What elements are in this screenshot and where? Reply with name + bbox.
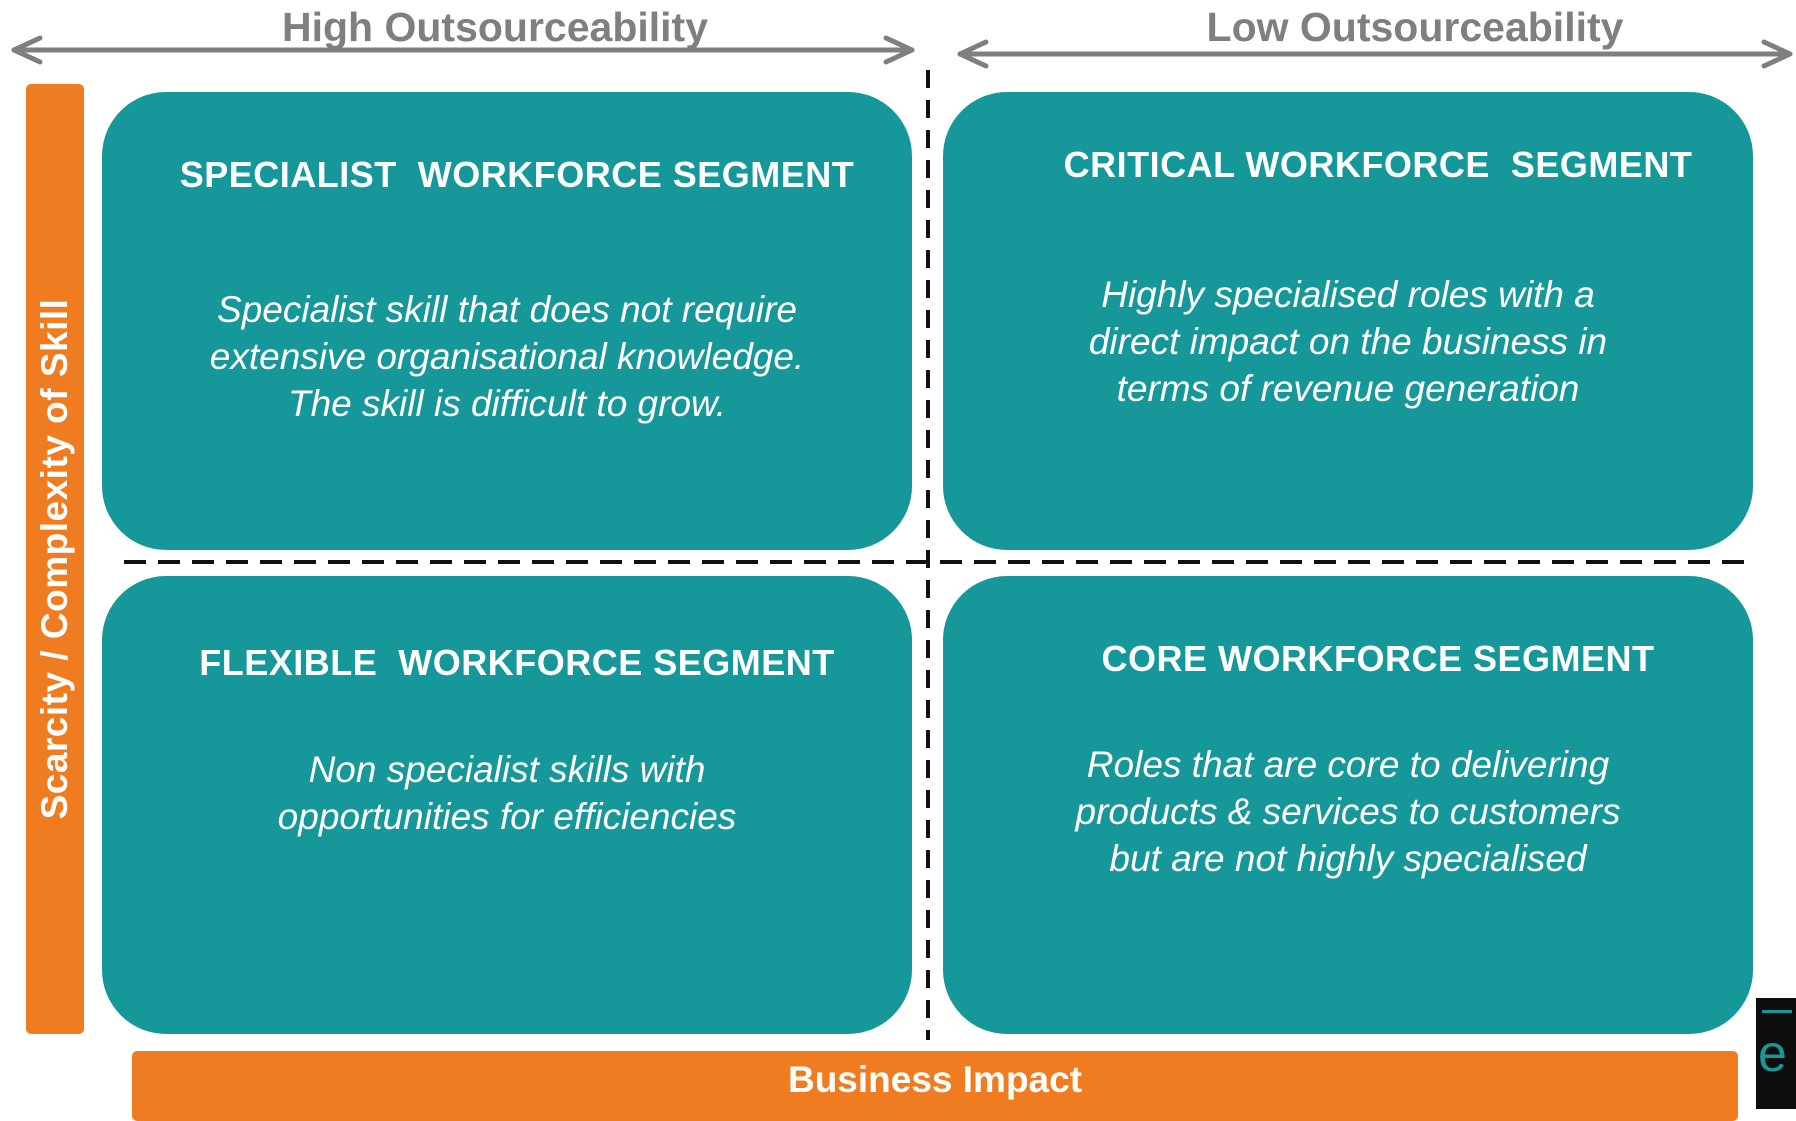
x-axis-label: Business Impact [787, 1059, 1083, 1100]
high-outsourceability-arrow [11, 35, 915, 65]
quadrant-title: CRITICAL WORKFORCE SEGMENT [1063, 144, 1693, 185]
y-axis-label: Scarcity / Complexity of Skill [34, 298, 75, 820]
quadrant-title: SPECIALIST WORKFORCE SEGMENT [179, 154, 855, 195]
quadrant-title: CORE WORKFORCE SEGMENT [1101, 638, 1655, 679]
corner-logo-glyph: e [1758, 1025, 1787, 1083]
x-axis-bar: Business Impact [132, 1051, 1738, 1121]
core-workforce-quadrant: CORE WORKFORCE SEGMENT Roles that are co… [943, 576, 1753, 1034]
critical-workforce-quadrant: CRITICAL WORKFORCE SEGMENT Highly specia… [943, 92, 1753, 550]
flexible-workforce-quadrant: FLEXIBLE WORKFORCE SEGMENT Non specialis… [102, 576, 912, 1034]
quadrant-description: Highly specialised roles with a direct i… [1088, 274, 1608, 409]
quadrant-description: Non specialist skills with opportunities… [277, 749, 737, 837]
specialist-workforce-quadrant: SPECIALIST WORKFORCE SEGMENT Specialist … [102, 92, 912, 550]
quadrant-description: Roles that are core to delivering produc… [1075, 744, 1621, 879]
low-outsourceability-label: Low Outsourceability [1206, 4, 1624, 50]
corner-logo-fragment: e [1756, 998, 1796, 1109]
y-axis-bar [26, 84, 84, 1034]
low-outsourceability-arrow [957, 39, 1793, 69]
quadrant-description: Specialist skill that does not require e… [209, 289, 805, 424]
quadrant-title: FLEXIBLE WORKFORCE SEGMENT [199, 642, 835, 683]
high-outsourceability-label: High Outsourceability [282, 4, 708, 50]
corner-logo-line [1762, 1010, 1792, 1013]
